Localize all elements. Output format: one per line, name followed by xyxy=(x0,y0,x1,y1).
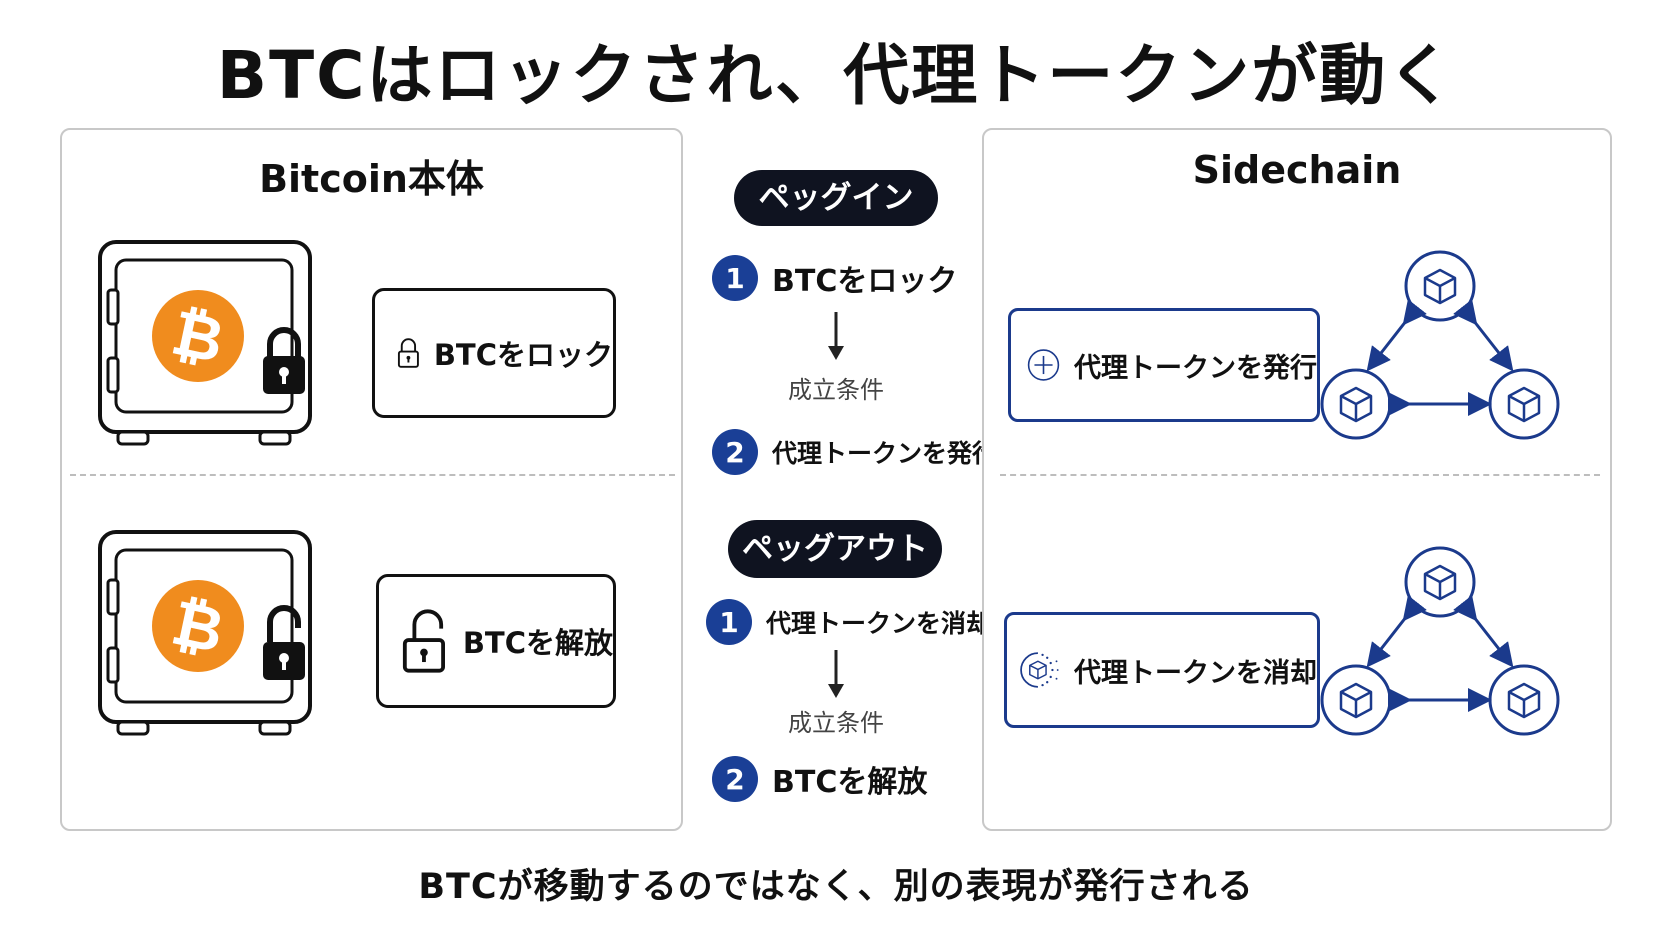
unlocked-safe-icon: ₿ xyxy=(98,530,312,736)
mint-token-label: 代理トークンを発行 xyxy=(1074,352,1317,384)
step-text: BTCをロック xyxy=(772,264,958,299)
step-number: 1 xyxy=(706,599,752,645)
release-btc-label: BTCを解放 xyxy=(462,626,613,660)
sidechain-network-top xyxy=(1320,250,1560,440)
bitcoin-panel-title: Bitcoin本体 xyxy=(259,157,484,201)
release-btc-box: BTCを解放 xyxy=(376,574,616,708)
sidechain-network-bottom xyxy=(1320,546,1560,736)
peg-in-step-1: 1 BTCをロック xyxy=(712,255,957,301)
padlock-outline-icon xyxy=(397,338,419,368)
padlock-open-outline-icon xyxy=(402,609,446,673)
step-number: 1 xyxy=(712,255,758,301)
sidechain-panel-title: Sidechain xyxy=(1192,148,1402,192)
peg-out-step-2: 2 BTCを解放 xyxy=(712,756,927,802)
peg-out-condition: 成立条件 xyxy=(788,709,884,737)
cube-node-icon xyxy=(1320,368,1392,440)
arrow-down-icon xyxy=(828,650,844,698)
cube-node-icon xyxy=(1320,664,1392,736)
sidechain-panel: Sidechain 代理トークンを発行 代理トークンを消却 xyxy=(982,128,1612,831)
locked-safe-icon: ₿ xyxy=(98,240,312,446)
cube-node-icon xyxy=(1488,664,1560,736)
peg-out-step-1: 1 代理トークンを消却 xyxy=(706,599,991,645)
burn-token-box: 代理トークンを消却 xyxy=(1004,612,1320,728)
burn-token-label: 代理トークンを消却 xyxy=(1074,657,1317,689)
cube-node-icon xyxy=(1404,546,1476,618)
peg-in-pill: ペッグイン xyxy=(734,170,938,226)
bitcoin-panel: Bitcoin本体 ₿ BTCをロック xyxy=(60,128,683,831)
padlock-unlocked-icon xyxy=(263,605,305,680)
bitcoin-icon: ₿ xyxy=(152,580,244,672)
step-number: 2 xyxy=(712,756,758,802)
double-arrow-icon xyxy=(1366,299,1514,416)
step-text: 代理トークンを発行 xyxy=(772,439,998,468)
peg-in-condition: 成立条件 xyxy=(788,376,884,404)
lock-btc-box: BTCをロック xyxy=(372,288,616,418)
arrow-down-icon xyxy=(828,312,844,360)
step-number: 2 xyxy=(712,429,758,475)
footer-caption: BTCが移動するのではなく、別の表現が発行される xyxy=(418,867,1254,907)
padlock-locked-icon xyxy=(263,327,305,394)
plus-circle-icon xyxy=(1027,349,1060,381)
panel-divider xyxy=(70,474,675,476)
panel-divider xyxy=(1000,474,1600,476)
page-title: BTCはロックされ、代理トークンが動く xyxy=(216,37,1456,114)
cube-dissolve-icon xyxy=(1020,652,1059,688)
peg-out-pill: ペッグアウト xyxy=(728,520,942,578)
cube-node-icon xyxy=(1404,250,1476,322)
peg-in-step-2: 2 代理トークンを発行 xyxy=(712,429,997,475)
bitcoin-icon: ₿ xyxy=(152,290,244,382)
mint-token-box: 代理トークンを発行 xyxy=(1008,308,1320,422)
lock-btc-label: BTCをロック xyxy=(433,338,613,372)
cube-node-icon xyxy=(1488,368,1560,440)
step-text: BTCを解放 xyxy=(772,765,928,800)
step-text: 代理トークンを消却 xyxy=(766,609,992,638)
double-arrow-icon xyxy=(1366,595,1514,712)
